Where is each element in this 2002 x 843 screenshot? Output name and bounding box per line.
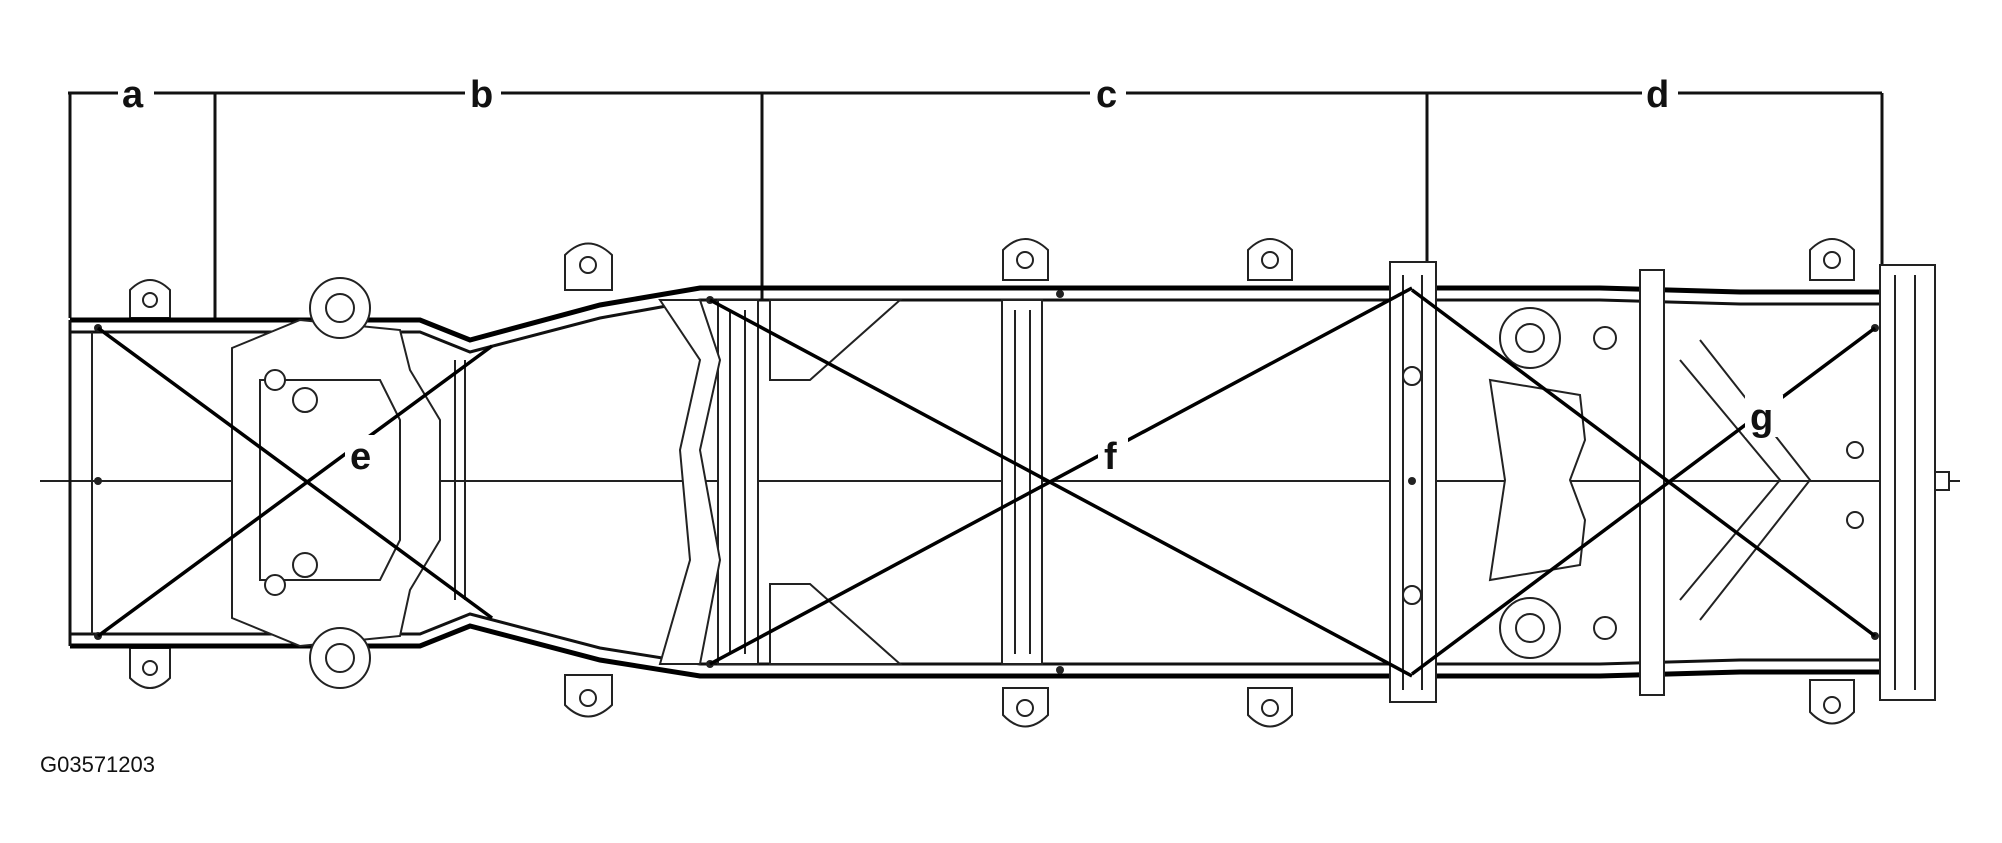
mounting-tabs-bottom: [129, 647, 1855, 728]
rear-end: [1846, 264, 1950, 701]
diagonal-measurement-lines: [96, 286, 1877, 678]
mounting-tabs-top: [129, 238, 1855, 319]
crossmember-2: [658, 299, 903, 665]
front-crossmember: [231, 277, 466, 689]
diagonal-label-e: e: [350, 436, 371, 478]
dimension-label-d: d: [1646, 74, 1669, 116]
figure-id: G03571203: [40, 752, 155, 777]
crossmember-center: [1001, 299, 1043, 665]
dimension-label-b: b: [470, 74, 493, 116]
dimension-label-a: a: [122, 74, 144, 116]
rear-suspension: [1488, 269, 1812, 696]
dimension-label-c: c: [1096, 74, 1117, 116]
dimension-line: [68, 76, 1884, 318]
diagonal-label-g: g: [1750, 397, 1773, 439]
diagonal-label-f: f: [1104, 436, 1117, 478]
